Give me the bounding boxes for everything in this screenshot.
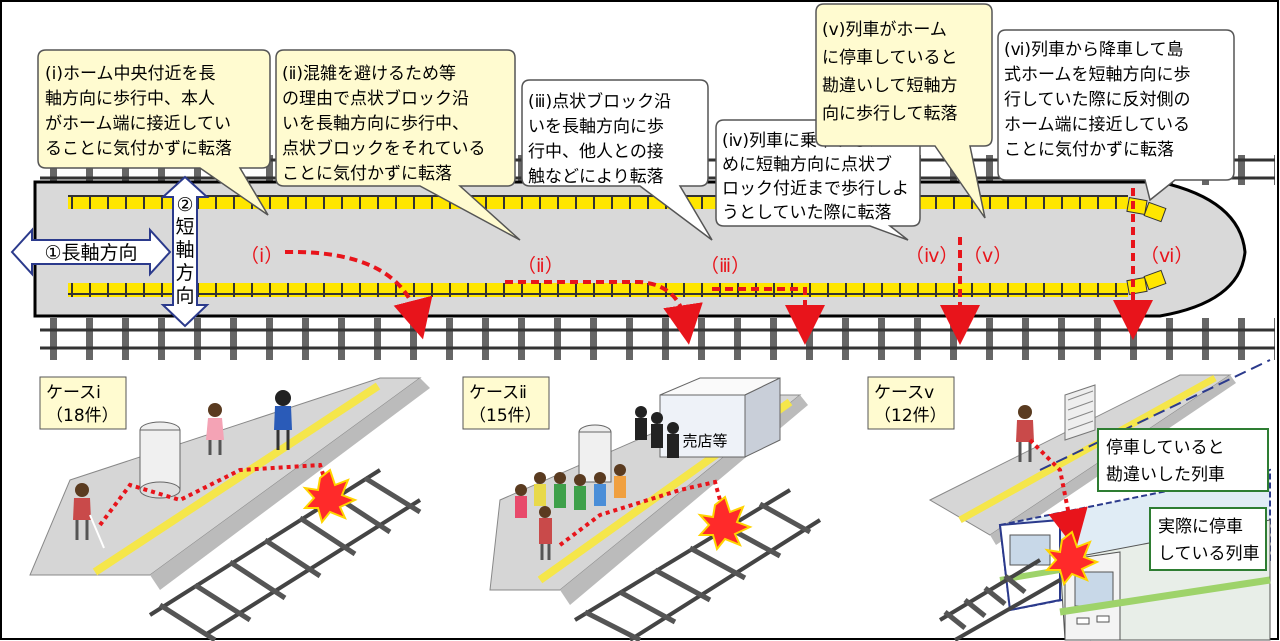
- visually-impaired-person-icon: [73, 483, 105, 549]
- case-count: （15件）: [469, 406, 542, 426]
- callout-i-line: (ⅰ)ホーム中央付近を長: [45, 64, 215, 84]
- callout-iii-line: 行中、他人との接: [528, 142, 664, 162]
- callout-iv-line: うとしていた際に転落: [722, 203, 892, 223]
- case-i-scene: [29, 377, 430, 641]
- callout-iv: (ⅳ)列車に乗車するた めに短軸方向に点状ブ ロック付近まで歩行しよ うとしてい…: [715, 119, 921, 241]
- callout-iii-line: (ⅲ)点状ブロック沿: [528, 91, 671, 112]
- callout-vi-line: 行していた際に反対側の: [1004, 90, 1191, 110]
- case-v-scene: [928, 359, 1271, 641]
- marker-v: （ⅴ）: [963, 245, 1012, 267]
- person-icon: [206, 403, 224, 455]
- callout-v: (ⅴ)列車がホーム に停車していると 勘違いして短軸方 向に歩行して転落: [815, 3, 993, 219]
- callout-ii-line: (ⅱ)混雑を避けるため等: [282, 64, 456, 84]
- short-axis-char: 短: [175, 216, 194, 238]
- crowd-icon: [515, 406, 679, 518]
- visually-impaired-person-icon: [539, 506, 552, 560]
- kiosk-label: 売店等: [682, 432, 727, 450]
- short-axis-char: 軸: [175, 239, 194, 261]
- marker-ii: （ⅱ）: [517, 255, 564, 277]
- callout-vi-line: 式ホームを短軸方向に歩: [1004, 65, 1191, 85]
- callout-vi-line: (ⅵ)列車から降車して島: [1004, 40, 1184, 60]
- callout-ii-line: 点状ブロックをそれている: [282, 138, 486, 159]
- callout-iii-line: 触などにより転落: [528, 167, 664, 187]
- long-axis-arrow: ①長軸方向: [10, 227, 172, 277]
- label-line: している列車: [1158, 544, 1260, 564]
- case-i-track: [148, 468, 422, 641]
- case-v-label: ケースⅴ （12件）: [867, 376, 955, 430]
- lower-track: [40, 318, 1275, 360]
- callout-v-line: (ⅴ)列車がホーム: [822, 20, 947, 40]
- case-ii-path: [558, 479, 722, 547]
- marker-iv: （ⅳ）: [905, 245, 958, 267]
- label-line: 停車していると: [1106, 438, 1225, 458]
- marker-vi: （ⅵ）: [1140, 245, 1193, 267]
- case-count: （12件）: [874, 406, 947, 426]
- callout-ii: (ⅱ)混雑を避けるため等 の理由で点状ブロック沿 いを長軸方向に歩行中、 点状ブ…: [275, 49, 521, 241]
- fall-paths: [284, 188, 1153, 345]
- short-axis-char: 方: [175, 262, 194, 284]
- short-axis-arrow: ② 短 軸 方 向: [160, 175, 210, 328]
- short-axis-char: 向: [175, 285, 194, 307]
- case-i-label: ケースⅰ （18件）: [39, 376, 127, 430]
- case-v-track: [938, 558, 1061, 641]
- case-title: ケースⅴ: [874, 383, 934, 403]
- callout-ii-line: の理由で点状ブロック沿: [282, 88, 469, 109]
- callout-v-line: 勘違いして短軸方: [822, 76, 958, 96]
- case-title: ケースⅰ: [46, 383, 101, 403]
- case-ii-label: ケースⅱ （15件）: [462, 376, 550, 430]
- case-v-path: [1028, 438, 1088, 550]
- tactile-strip-lower: [68, 269, 1167, 297]
- callout-vi: (ⅵ)列車から降車して島 式ホームを短軸方向に歩 行していた際に反対側の ホーム…: [997, 29, 1235, 202]
- case-i-path: [98, 462, 327, 527]
- case-count: （18件）: [46, 406, 119, 426]
- callout-ii-line: いを長軸方向に歩行中、: [282, 114, 469, 134]
- person-icon: [274, 390, 292, 450]
- label-mistaken-train: 停車していると 勘違いした列車: [1097, 428, 1269, 492]
- fall-path-i: [284, 249, 433, 340]
- callout-ii-line: ことに気付かずに転落: [282, 164, 452, 184]
- callout-vi-line: ホーム端に接近している: [1004, 115, 1190, 135]
- callout-v-line: 向に歩行して転落: [822, 104, 958, 124]
- fall-path-ii: [505, 280, 703, 345]
- case-title: ケースⅱ: [469, 383, 527, 403]
- label-line: 実際に停車: [1158, 517, 1243, 537]
- callout-i-line: 軸方向に歩行中、本人: [45, 89, 215, 109]
- stairs: [1064, 384, 1096, 441]
- callout-iv-line: めに短軸方向に点状ブ: [722, 154, 892, 175]
- marker-i: （ⅰ）: [240, 245, 283, 267]
- person-icon: [1016, 405, 1034, 462]
- callout-iii: (ⅲ)点状ブロック沿 いを長軸方向に歩 行中、他人との接 触などにより転落: [521, 79, 713, 241]
- callout-v-line: に停車していると: [822, 48, 958, 68]
- label-line: 勘違いした列車: [1106, 465, 1225, 485]
- impact-icon: [302, 468, 358, 525]
- impact-icon: [697, 495, 753, 552]
- case-ii-scene: 売店等: [489, 377, 822, 641]
- callout-iii-line: いを長軸方向に歩: [528, 117, 664, 137]
- callout-i: (ⅰ)ホーム中央付近を長 軸方向に歩行中、本人 がホーム端に接近してい ることに…: [37, 49, 271, 216]
- marker-iii: （ⅲ）: [700, 255, 750, 277]
- island-platform: [33, 180, 1247, 318]
- short-axis-number: ②: [176, 194, 193, 216]
- callout-i-line: ることに気付かずに転落: [45, 139, 232, 159]
- label-actual-train: 実際に停車 している列車: [1149, 507, 1267, 571]
- callout-i-line: がホーム端に接近してい: [45, 114, 231, 134]
- impact-icon: [1044, 530, 1100, 587]
- callout-vi-line: ことに気付かずに転落: [1004, 140, 1174, 160]
- long-axis-label: ①長軸方向: [44, 242, 137, 264]
- case-ii-track: [573, 488, 822, 641]
- fall-path-iii: [712, 287, 825, 345]
- callout-iv-line: ロック付近まで歩行しよ: [722, 179, 909, 199]
